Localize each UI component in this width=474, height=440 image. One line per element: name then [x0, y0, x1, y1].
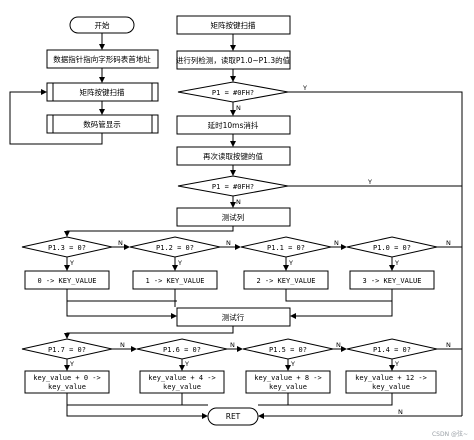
yes-label-r2: Y: [184, 360, 189, 368]
row-result-3-line2: key_value: [269, 383, 307, 391]
row-check-1-label: P1.7 = 0?: [48, 346, 86, 354]
col-result-2-label: 1 -> KEY_VALUE: [145, 277, 204, 285]
display-subroutine-label: 数码管显示: [83, 119, 121, 129]
col-check-3-label: P1.1 = 0?: [267, 244, 305, 252]
scan-title-label: 矩阵按键扫描: [211, 20, 256, 30]
no-label-c2: N: [226, 239, 231, 247]
row-result-4-box: [345, 370, 437, 394]
yes-label-ret: N: [398, 408, 403, 416]
yes-label-r1: Y: [69, 360, 74, 368]
row-check-2-label: P1.6 = 0?: [163, 346, 201, 354]
start-label: 开始: [95, 20, 110, 30]
yes-label-2: Y: [367, 178, 372, 186]
yes-label-c1: Y: [69, 259, 74, 267]
no-label-r3: N: [336, 341, 341, 349]
no-label-r2: N: [230, 341, 235, 349]
row-result-2-line1: key_value + 4 ->: [148, 374, 215, 382]
yes-label-1: Y: [302, 84, 307, 92]
row-check-4-label: P1.4 = 0?: [373, 346, 411, 354]
yes-label-r3: Y: [290, 360, 295, 368]
check-p1-second-label: P1 = #0FH?: [212, 183, 254, 191]
col-result-1-label: 0 -> KEY_VALUE: [37, 277, 96, 285]
row-result-1-line2: key_value: [48, 383, 86, 391]
col-result-4-label: 3 -> KEY_VALUE: [362, 277, 421, 285]
ret-terminal: [207, 407, 259, 426]
col-check-4-label: P1.0 = 0?: [373, 244, 411, 252]
matrix-scan-subroutine-label: 矩阵按键扫描: [80, 87, 125, 97]
col-check-1-label: P1.3 = 0?: [48, 244, 86, 252]
no-label-c4: N: [446, 239, 451, 247]
reread-label: 再次读取按键的值: [203, 151, 263, 161]
init-pointer-label: 数据指针指向字形码表首地址: [53, 54, 151, 64]
row-result-1-line1: key_value + 0 ->: [33, 374, 100, 382]
col-check-2-label: P1.2 = 0?: [156, 244, 194, 252]
watermark: CSDN @弦~: [432, 430, 468, 438]
check-p1-first-label: P1 = #0FH?: [212, 89, 254, 97]
no-label-r1: N: [120, 341, 125, 349]
yes-label-c3: Y: [288, 259, 293, 267]
row-result-4-line2: key_value: [372, 383, 410, 391]
yes-label-r4: Y: [394, 360, 399, 368]
row-result-3-line1: key_value + 8 ->: [254, 374, 321, 382]
no-label-r4: N: [446, 341, 451, 349]
debounce-label: 延时10ms消抖: [208, 120, 259, 130]
yes-label-c2: Y: [177, 259, 182, 267]
row-check-3-label: P1.5 = 0?: [269, 346, 307, 354]
test-column-label: 测试列: [222, 212, 245, 222]
no-label-c3: N: [334, 239, 339, 247]
col-result-3-label: 2 -> KEY_VALUE: [256, 277, 315, 285]
no-label-1: N: [236, 104, 241, 112]
yes-label-c4: Y: [394, 259, 399, 267]
no-label-c1: N: [118, 239, 123, 247]
column-detect-label: 进行列检测，读取P1.0~P1.3的值: [176, 55, 291, 65]
ret-label: RET: [226, 412, 241, 421]
no-label-2: N: [236, 198, 241, 206]
test-row-label: 测试行: [222, 312, 245, 322]
row-result-4-line1: key_value + 12 ->: [355, 374, 427, 382]
row-result-2-line2: key_value: [163, 383, 201, 391]
